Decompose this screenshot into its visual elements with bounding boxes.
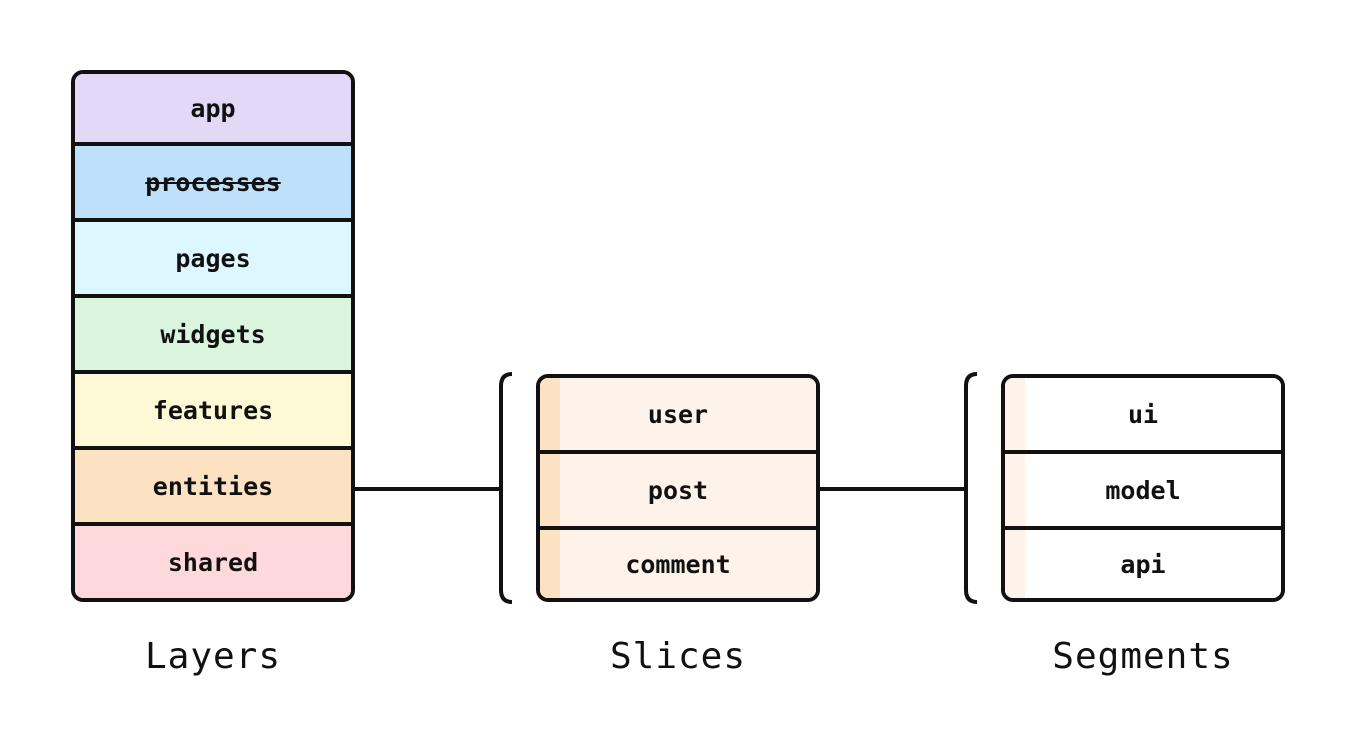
slice-label: user (647, 399, 709, 429)
layer-label: pages (175, 243, 251, 273)
layers-caption: Layers (144, 636, 282, 677)
slice-label: post (647, 475, 709, 505)
segment-stripe (1005, 530, 1025, 598)
layer-processes: processes (75, 146, 351, 222)
slice-user: user (540, 378, 816, 454)
segment-model: model (1005, 454, 1281, 530)
layer-label: processes (145, 167, 281, 197)
layer-app: app (75, 74, 351, 146)
slices-caption: Slices (609, 636, 747, 677)
segment-stripe (1005, 378, 1025, 450)
segment-ui: ui (1005, 378, 1281, 454)
layer-pages: pages (75, 222, 351, 298)
layer-label: app (190, 93, 236, 123)
slice-comment: comment (540, 530, 816, 598)
segment-label: model (1105, 475, 1181, 505)
layer-widgets: widgets (75, 298, 351, 374)
slice-label: comment (625, 549, 731, 579)
layer-label: shared (167, 547, 259, 577)
segments-bracket (964, 372, 978, 604)
slices-bracket (499, 372, 513, 604)
layer-entities: entities (75, 450, 351, 526)
slice-stripe (540, 454, 560, 526)
layer-features: features (75, 374, 351, 450)
slice-post: post (540, 454, 816, 530)
segments-caption: Segments (1052, 636, 1234, 677)
layer-label: features (152, 395, 274, 425)
segment-api: api (1005, 530, 1281, 598)
segment-stripe (1005, 454, 1025, 526)
segments-stack: ui model api (1001, 374, 1285, 602)
slice-stripe (540, 530, 560, 598)
layer-shared: shared (75, 526, 351, 598)
slice-stripe (540, 378, 560, 450)
segment-label: ui (1127, 399, 1159, 429)
layer-label: entities (152, 471, 274, 501)
layer-label: widgets (160, 319, 266, 349)
slices-stack: user post comment (536, 374, 820, 602)
segment-label: api (1120, 549, 1166, 579)
layers-stack: app processes pages widgets features ent… (71, 70, 355, 602)
